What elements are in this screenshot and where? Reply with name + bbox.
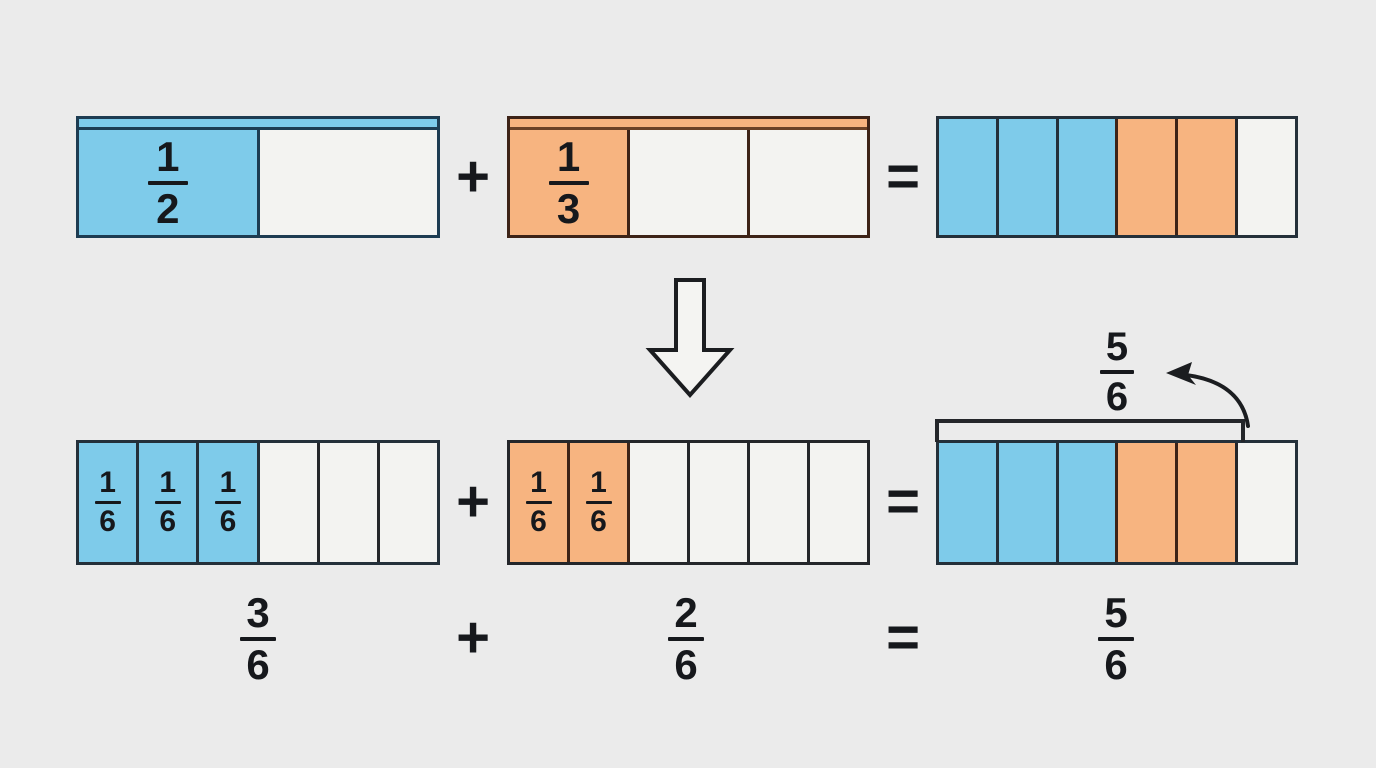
result-cell-5 [1178, 443, 1239, 562]
combined-cell-1 [939, 119, 999, 235]
down-arrow-icon [645, 278, 735, 399]
operator-equals-top: = [886, 144, 920, 209]
result-cell-6 [1238, 443, 1295, 562]
three-sixths-cell-2: 1 6 [139, 443, 200, 562]
three-sixths-cell-4 [259, 443, 320, 562]
fraction-one-sixth-o2: 1 6 [585, 468, 612, 537]
two-sixths-cell-6 [810, 443, 867, 562]
half-bar-top-strip [79, 119, 437, 130]
three-sixths-bar: 1 6 1 6 1 6 [76, 440, 440, 565]
summary-second-fraction: 2 6 [656, 592, 716, 686]
third-bar: 1 3 [507, 116, 870, 238]
result-cell-3 [1058, 443, 1119, 562]
two-sixths-bar: 1 6 1 6 [507, 440, 870, 565]
result-cell-2 [998, 443, 1059, 562]
three-sixths-cell-1: 1 6 [79, 443, 140, 562]
two-sixths-cell-2: 1 6 [570, 443, 630, 562]
third-bar-cell-filled: 1 3 [510, 130, 630, 235]
combined-sixths-bar [936, 116, 1298, 238]
five-sixths-result-cells [939, 443, 1295, 562]
fraction-one-sixth-o1: 1 6 [525, 468, 552, 537]
half-bar: 1 2 [76, 116, 440, 238]
five-sixths-result-bar [936, 440, 1298, 565]
fraction-five-sixths-summary: 5 6 [1098, 592, 1134, 686]
third-bar-cells: 1 3 [510, 130, 867, 235]
half-bar-cells: 1 2 [79, 130, 437, 235]
operator-equals-bottom: = [886, 469, 920, 534]
fraction-one-sixth-b1: 1 6 [94, 468, 121, 537]
summary-first-fraction: 3 6 [228, 592, 288, 686]
third-bar-cell-empty-1 [630, 130, 750, 235]
two-sixths-cell-1: 1 6 [510, 443, 570, 562]
fraction-five-sixths-callout: 5 6 [1100, 327, 1134, 417]
two-sixths-cell-5 [750, 443, 810, 562]
result-cell-4 [1118, 443, 1179, 562]
summary-result-fraction: 5 6 [1086, 592, 1146, 686]
fraction-one-half: 1 2 [147, 135, 188, 230]
two-sixths-cell-3 [630, 443, 690, 562]
operator-equals-summary: = [886, 605, 920, 670]
fraction-two-sixths: 2 6 [668, 592, 704, 686]
three-sixths-cell-5 [319, 443, 380, 562]
third-bar-cell-empty-2 [750, 130, 867, 235]
three-sixths-bar-cells: 1 6 1 6 1 6 [79, 443, 438, 562]
operator-plus-summary: + [456, 605, 490, 670]
combined-cell-2 [998, 119, 1059, 235]
third-bar-top-strip [510, 119, 867, 130]
combined-cell-5 [1178, 119, 1239, 235]
operator-plus-bottom: + [456, 469, 490, 534]
two-sixths-bar-cells: 1 6 1 6 [510, 443, 867, 562]
operator-plus-top: + [456, 144, 490, 209]
five-sixths-bracket [935, 419, 1245, 442]
combined-sixths-bar-cells [939, 119, 1295, 235]
five-sixths-callout: 5 6 [1086, 327, 1148, 417]
curved-arrow-left-icon [1166, 362, 1250, 428]
three-sixths-cell-6 [379, 443, 438, 562]
fraction-three-sixths: 3 6 [240, 592, 276, 686]
combined-cell-4 [1118, 119, 1179, 235]
two-sixths-cell-4 [690, 443, 750, 562]
combined-cell-3 [1058, 119, 1119, 235]
fraction-one-sixth-b3: 1 6 [214, 468, 241, 537]
fraction-one-sixth-b2: 1 6 [154, 468, 181, 537]
fraction-one-third: 1 3 [548, 135, 589, 230]
half-bar-cell-empty [259, 130, 437, 235]
half-bar-cell-filled: 1 2 [79, 130, 260, 235]
combined-cell-6 [1238, 119, 1295, 235]
three-sixths-cell-3: 1 6 [199, 443, 260, 562]
result-cell-1 [939, 443, 999, 562]
